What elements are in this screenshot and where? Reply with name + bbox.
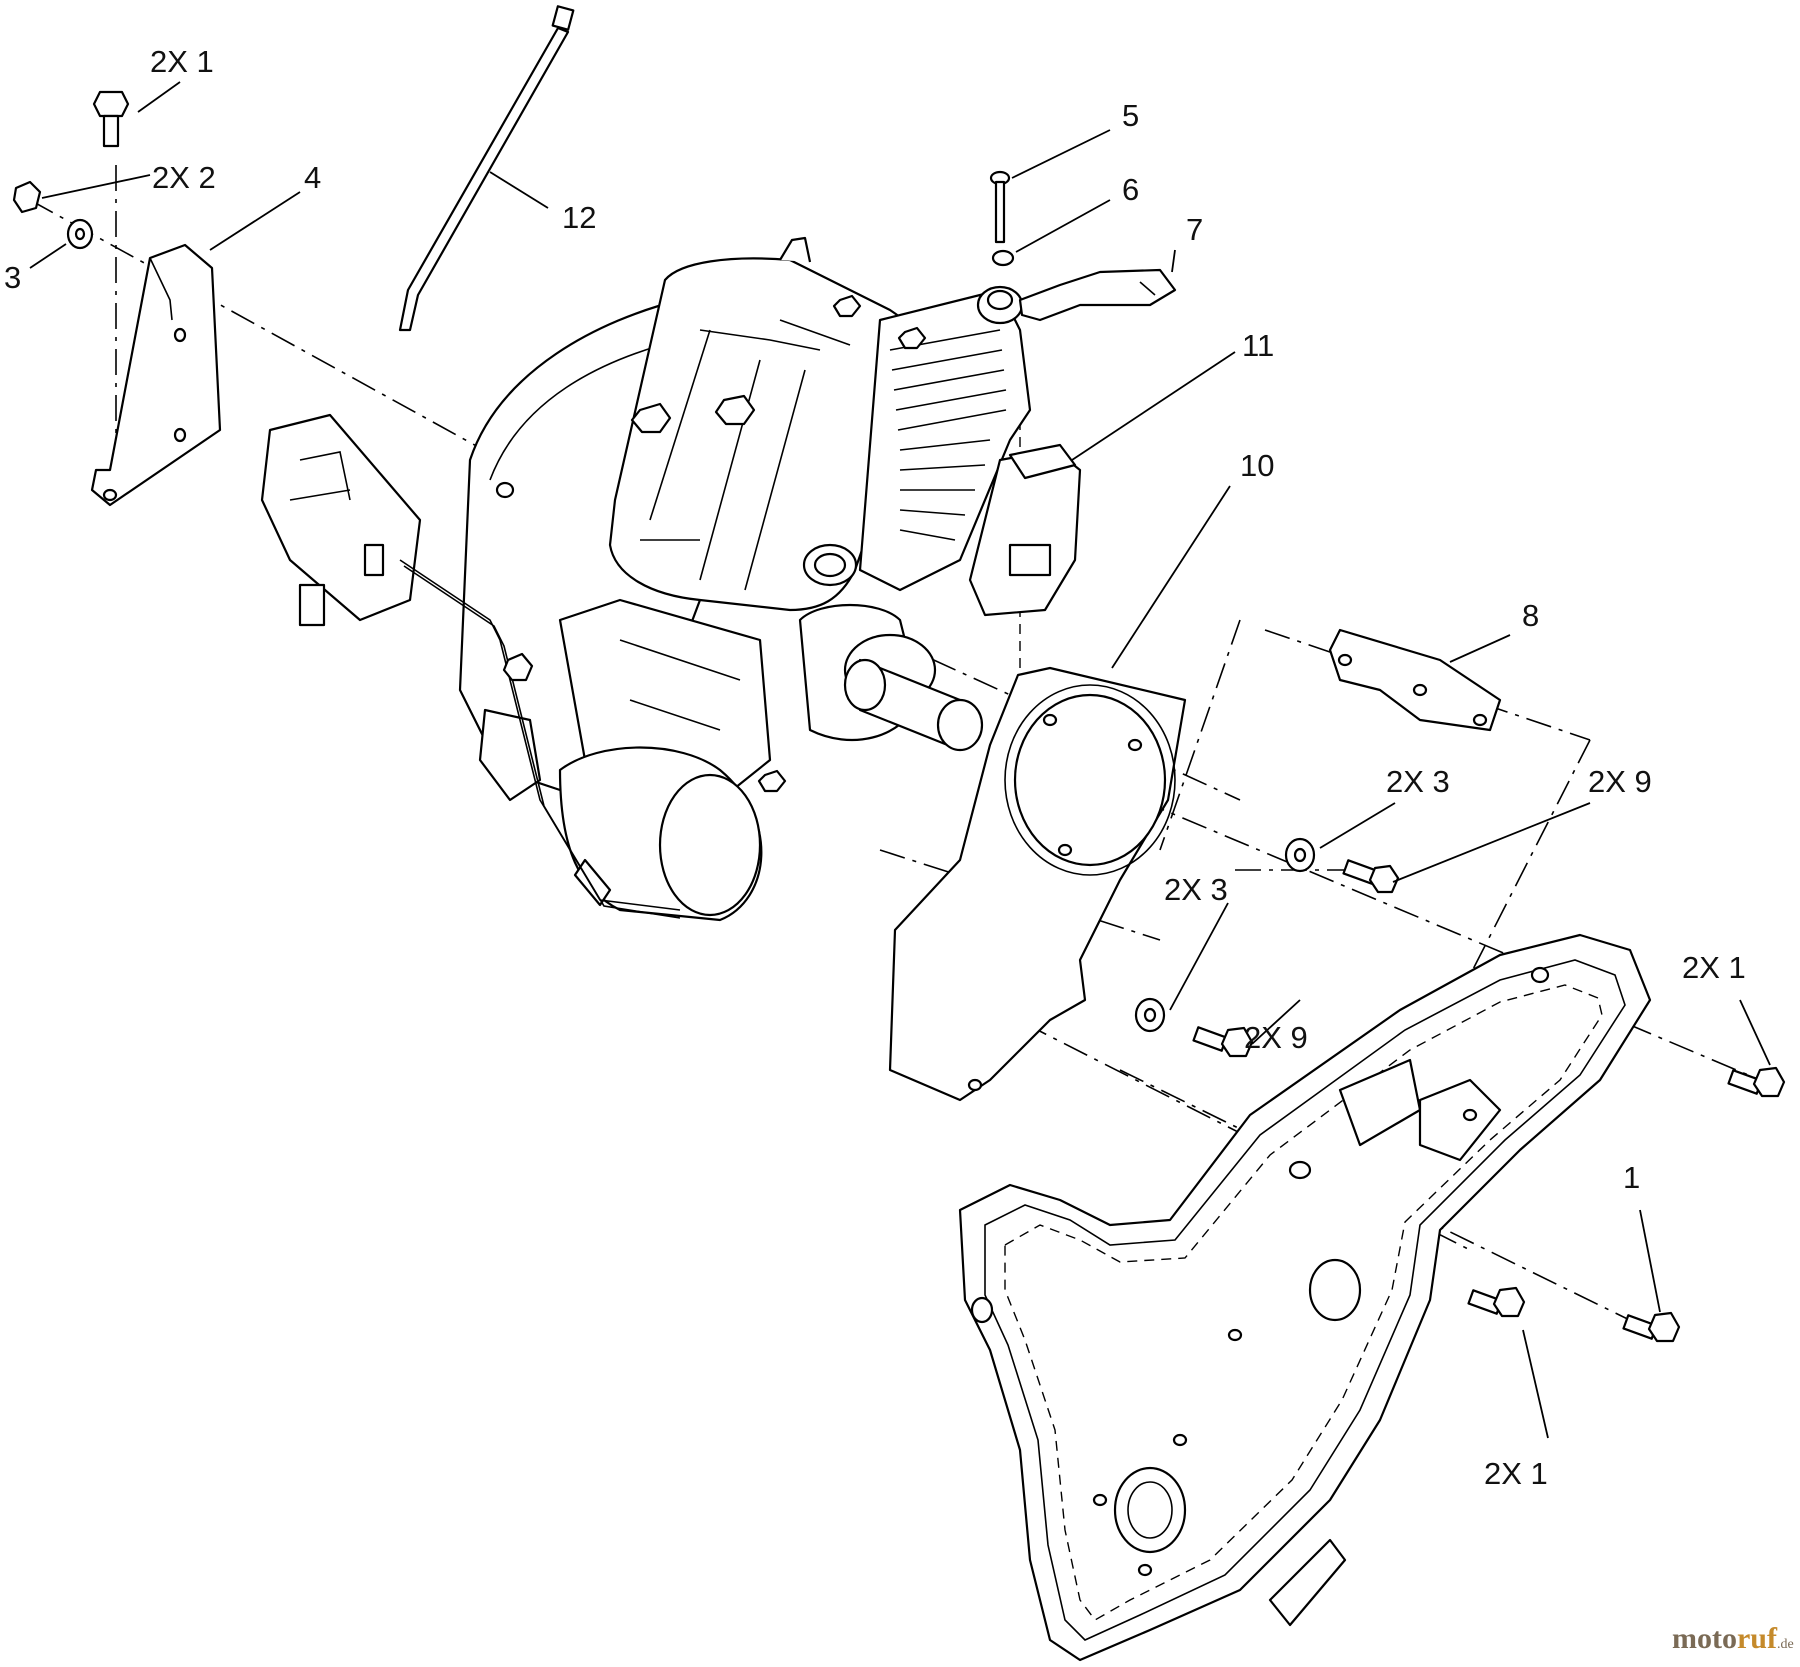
watermark-part-a: moto: [1672, 1622, 1737, 1655]
bolt-part-9-lower: [1192, 1026, 1254, 1058]
cable-tie-part-12: [398, 5, 575, 332]
callout-4: 4: [304, 160, 321, 195]
callout-11: 11: [1242, 328, 1274, 363]
callout-1-right: 1: [1623, 1160, 1640, 1195]
bolt-part-1-upper-left: [92, 90, 130, 148]
watermark-logo: motoruf.de: [1672, 1622, 1794, 1655]
frame-chain-case: [958, 933, 1652, 1662]
callout-2x-1-right: 2X 1: [1682, 950, 1746, 985]
callout-2x-1-top: 2X 1: [150, 44, 214, 79]
callout-10: 10: [1240, 448, 1274, 483]
callout-5: 5: [1122, 98, 1139, 133]
leader-lines: [29, 81, 1771, 1439]
callout-8: 8: [1522, 598, 1539, 633]
callout-7: 7: [1186, 212, 1203, 247]
bolt-part-1-lower: [1467, 1286, 1526, 1318]
engine-assembly: [260, 236, 1082, 922]
bracket-part-4: [90, 243, 222, 507]
nut-part-2: [12, 180, 42, 214]
callout-12: 12: [562, 200, 596, 235]
svg-text:motoruf.de: motoruf.de: [1672, 1622, 1794, 1655]
washer-part-3-upper-right: [1284, 837, 1316, 873]
watermark-suffix: .de: [1777, 1637, 1794, 1652]
bolt-part-1-lower-right: [1622, 1311, 1681, 1343]
callout-2x-3-lower: 2X 3: [1164, 872, 1228, 907]
callout-2x-9-upper: 2X 9: [1588, 764, 1652, 799]
washer-part-3-lower: [1134, 997, 1166, 1033]
bolt-part-1-right: [1727, 1066, 1786, 1098]
callout-2x-2: 2X 2: [152, 160, 216, 195]
watermark-part-b: ruf: [1737, 1622, 1778, 1655]
callout-2x-1-bottom: 2X 1: [1484, 1456, 1548, 1491]
intake-part-11: [1008, 443, 1077, 480]
screw-part-5: [989, 170, 1011, 244]
gasket-plate-part-10: [888, 666, 1187, 1102]
throttle-lever-part-7: [976, 268, 1177, 325]
bracket-part-8: [1328, 628, 1502, 732]
washer-part-3: [66, 218, 94, 250]
callout-3-left: 3: [4, 260, 21, 295]
washer-part-6: [991, 249, 1015, 267]
callout-labels: 2X 1 2X 2 3 4 12 5 6 7 11 10 8 2X 3 2X 9…: [4, 44, 1746, 1491]
callout-2x-3-upper: 2X 3: [1386, 764, 1450, 799]
bolt-part-9-upper-right: [1342, 859, 1400, 894]
callout-2x-9-lower: 2X 9: [1244, 1020, 1308, 1055]
callout-6: 6: [1122, 172, 1139, 207]
